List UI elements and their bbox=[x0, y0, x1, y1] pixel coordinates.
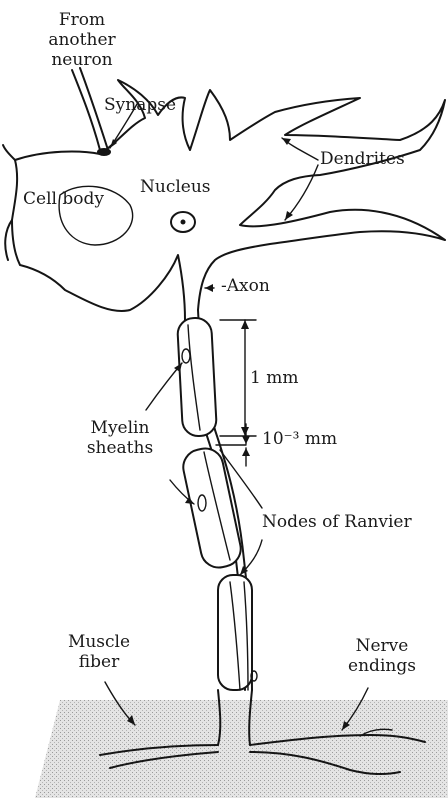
myelin-sheath-2 bbox=[180, 445, 244, 571]
sheaths-line: sheaths bbox=[82, 438, 158, 458]
nerve-endings-label: Nerve endings bbox=[338, 636, 426, 676]
nodes-of-ranvier-label: Nodes of Ranvier bbox=[262, 512, 412, 532]
dendrites-label: Dendrites bbox=[320, 149, 405, 169]
myelin-sheaths-label: Myelin sheaths bbox=[82, 418, 158, 458]
nerve-line: Nerve bbox=[338, 636, 426, 656]
muscle-line: Muscle bbox=[60, 632, 138, 652]
from-line: From bbox=[42, 10, 122, 30]
myelin-line: Myelin bbox=[82, 418, 158, 438]
neuron-line: neuron bbox=[42, 50, 122, 70]
muscle-fiber-label: Muscle fiber bbox=[60, 632, 138, 672]
one-mm-label: 1 mm bbox=[250, 368, 298, 388]
from-another-neuron-label: From another neuron bbox=[42, 10, 122, 70]
myelin-sheath-1 bbox=[177, 317, 217, 437]
cell-body-label: Cell body bbox=[23, 189, 104, 209]
axon-label: -Axon bbox=[221, 276, 270, 296]
nucleus-label: Nucleus bbox=[140, 177, 211, 197]
synapse-label: Synapse bbox=[104, 95, 176, 115]
fiber-line: fiber bbox=[60, 652, 138, 672]
endings-line: endings bbox=[338, 656, 426, 676]
myelin-sheath-3 bbox=[218, 575, 252, 690]
another-line: another bbox=[42, 30, 122, 50]
nucleus bbox=[171, 212, 195, 232]
muscle-fiber-region bbox=[35, 700, 448, 798]
ten-minus-three-mm-label: 10⁻³ mm bbox=[262, 429, 337, 449]
